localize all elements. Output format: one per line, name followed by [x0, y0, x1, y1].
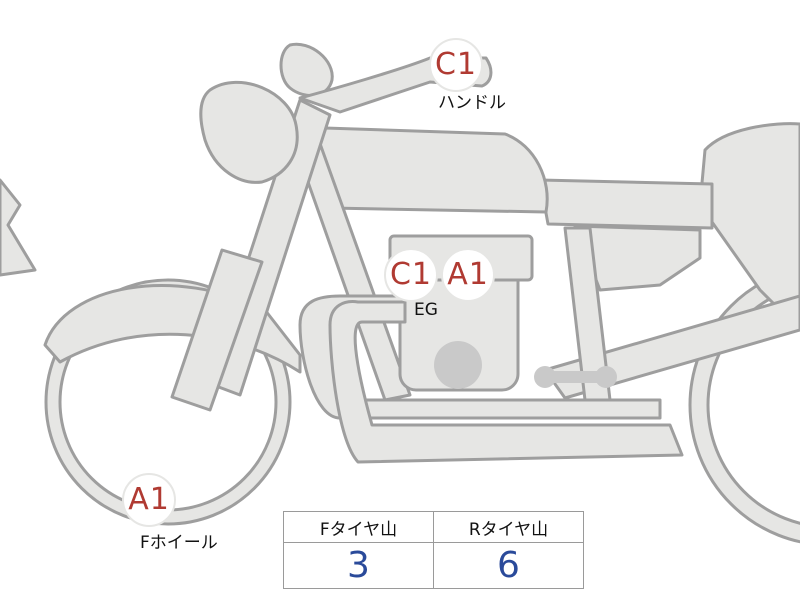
left-partial-shape [0, 178, 37, 277]
meter [279, 42, 334, 97]
fuel-tank [315, 126, 549, 214]
gear-lever [540, 371, 610, 383]
handle-grade-badge: C1 [429, 38, 483, 92]
engine-grade-text-1: C1 [389, 257, 433, 292]
fork-lower [170, 248, 264, 412]
front-tire-tread-header: Fタイヤ山 [283, 511, 434, 543]
gear-lever-left-knob [534, 366, 556, 388]
engine-cover [434, 341, 482, 389]
seat [538, 178, 714, 230]
exhaust-lower [328, 300, 684, 464]
headlight [199, 80, 299, 184]
engine-grade-badge-2: A1 [441, 248, 495, 302]
frame-rear-tube [563, 226, 612, 402]
tread-table-header-row: Fタイヤ山 Rタイヤ山 [283, 511, 584, 543]
tread-table-value-row: 3 6 [283, 542, 584, 589]
engine-grade-text-2: A1 [447, 257, 489, 292]
engine-grade-badge-1: C1 [384, 248, 438, 302]
front-wheel-grade-badge: A1 [122, 473, 176, 527]
tire-tread-table: Fタイヤ山 Rタイヤ山 3 6 [283, 511, 584, 589]
front-wheel-part-label: Fホイール [140, 533, 218, 553]
rear-tire-tread-header: Rタイヤ山 [433, 511, 584, 543]
engine-part-label: EG [414, 300, 438, 320]
motorcycle-outline [0, 42, 800, 544]
rear-tire-tread-value: 6 [433, 542, 584, 589]
front-wheel-grade-text: A1 [128, 482, 170, 517]
handle-grade-text: C1 [434, 47, 478, 82]
front-tire-tread-value: 3 [283, 542, 434, 589]
gear-lever-right-knob [595, 366, 617, 388]
handle-part-label: ハンドル [438, 93, 506, 113]
